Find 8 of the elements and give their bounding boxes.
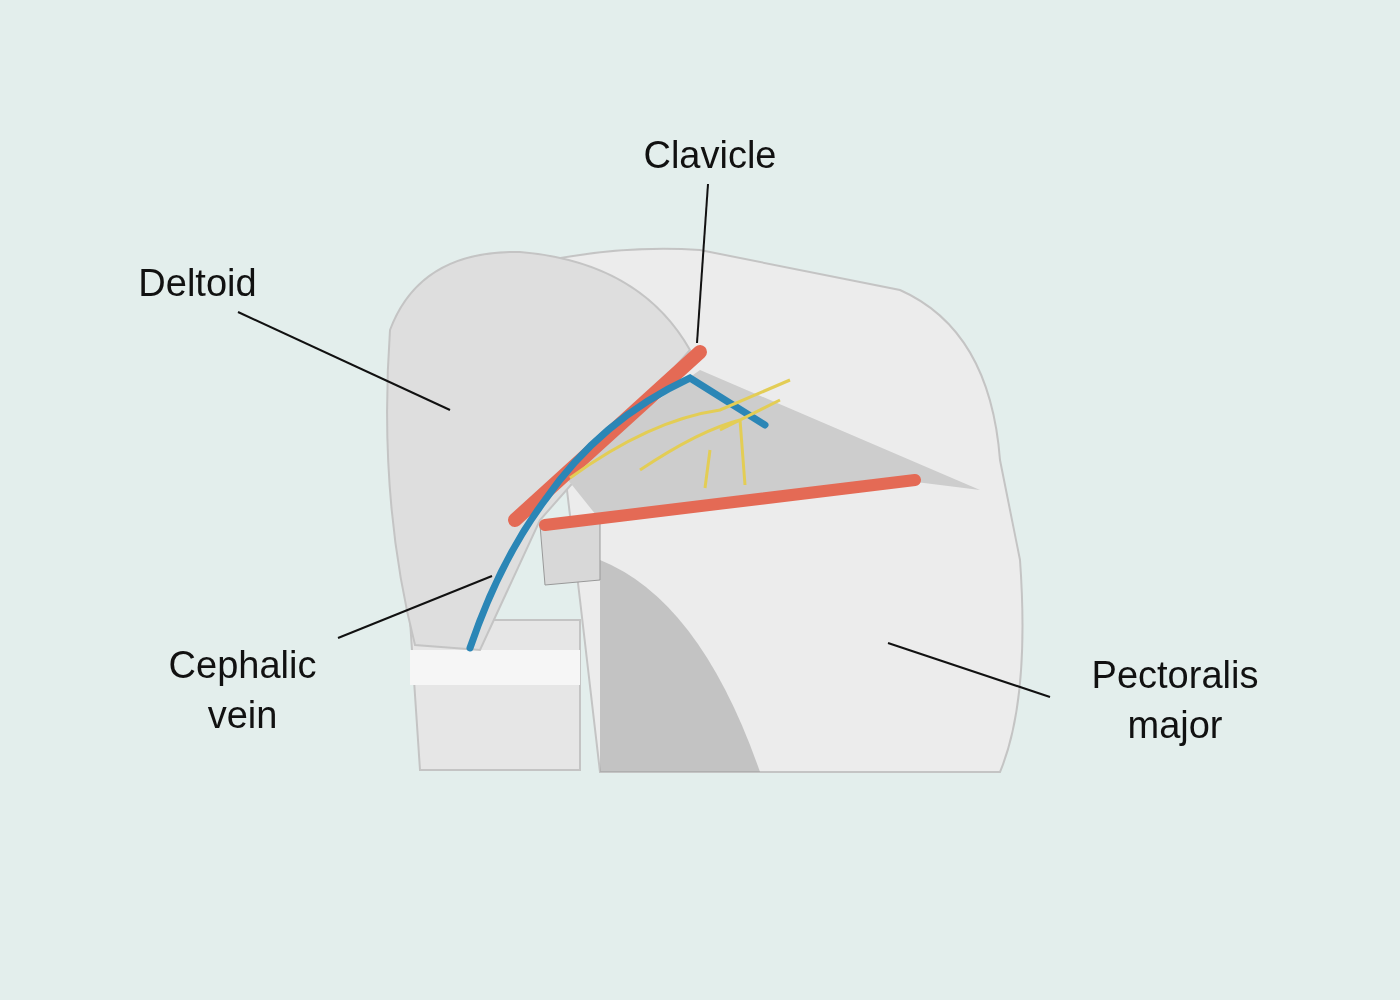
leader-line — [887, 642, 1051, 698]
part-label: Deltoid — [110, 258, 285, 308]
part-label: Cephalic vein — [135, 640, 350, 740]
leader-line — [696, 183, 709, 344]
leader-line — [337, 575, 493, 639]
part-label: Pectoralis major — [1055, 650, 1295, 750]
part-label: Clavicle — [610, 130, 810, 180]
leader-line — [237, 311, 451, 411]
